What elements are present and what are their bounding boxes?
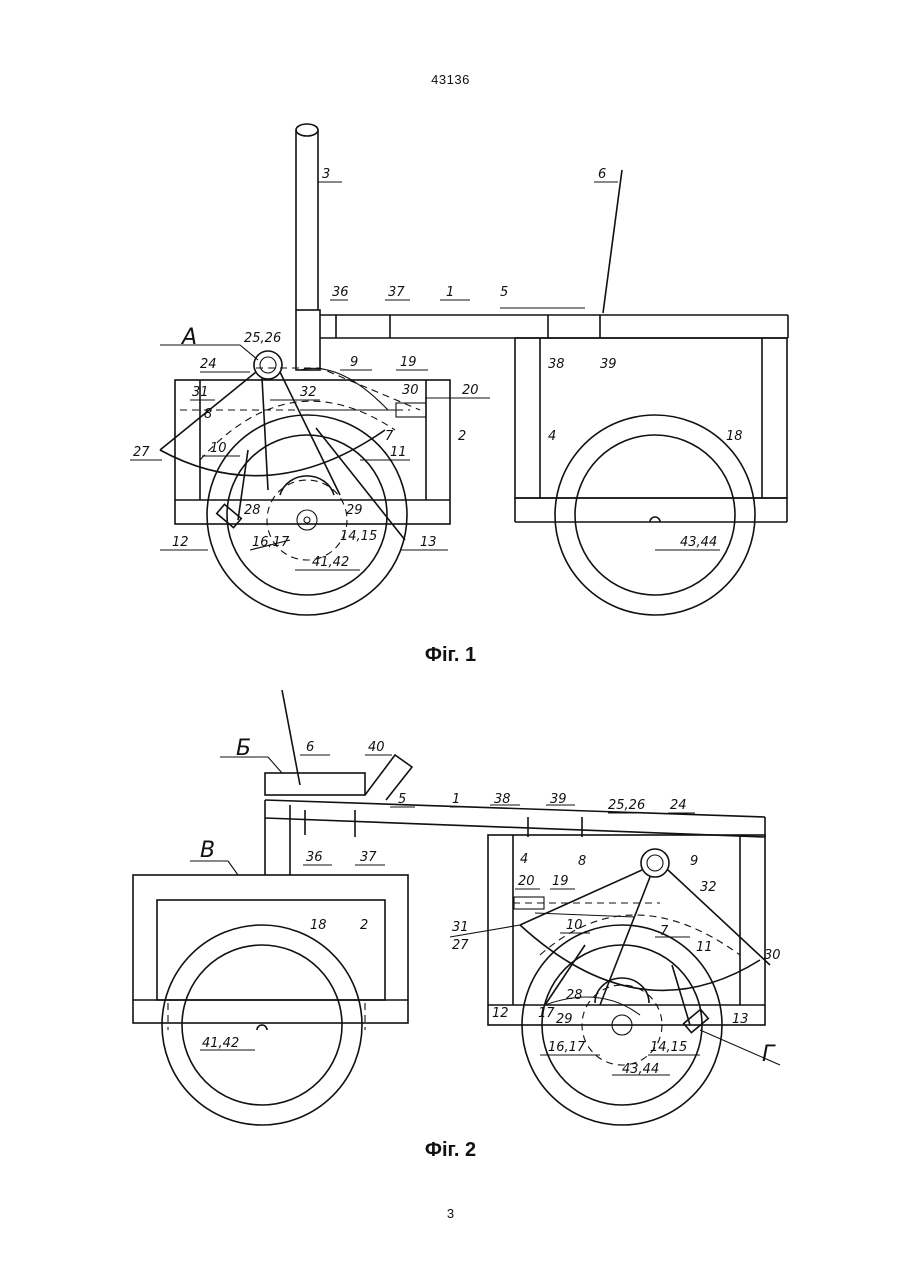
callout: 2 <box>458 429 466 444</box>
callout: 10 <box>210 441 227 456</box>
callout: 7 <box>660 924 669 939</box>
callout: 37 <box>360 850 377 865</box>
callout: 16,17 <box>548 1040 586 1055</box>
callout: 28 <box>244 503 261 518</box>
callout: 25,26 <box>244 331 281 346</box>
callout: 29 <box>556 1012 573 1027</box>
callout: 5 <box>500 285 508 300</box>
figure-1-callouts: 3 6 36 37 1 5 25,26 24 9 19 38 39 31 32 … <box>133 167 743 570</box>
callout: 37 <box>388 285 405 300</box>
callout: 29 <box>346 503 363 518</box>
callout: 12 <box>172 535 189 550</box>
callout: 36 <box>332 285 349 300</box>
figure-1-drawing: 3 6 36 37 1 5 25,26 24 9 19 38 39 31 32 … <box>0 110 901 640</box>
callout: 6 <box>306 740 314 755</box>
callout: 32 <box>300 385 317 400</box>
callout: 39 <box>550 792 567 807</box>
callout: 19 <box>552 874 569 889</box>
callout: 4 <box>548 429 556 444</box>
callout: 14,15 <box>340 529 377 544</box>
callout: 24 <box>670 798 687 813</box>
callout: 11 <box>390 445 407 460</box>
callout: 13 <box>420 535 437 550</box>
callout: 1 <box>446 285 454 300</box>
callout: 30 <box>402 383 419 398</box>
left-cart-frame <box>133 875 408 1023</box>
callout: 24 <box>200 357 217 372</box>
callout: 25,26 <box>608 798 645 813</box>
page-number: 3 <box>0 1206 901 1221</box>
callout: 31 <box>452 920 469 935</box>
callout: 18 <box>726 429 743 444</box>
callout: 17 <box>538 1006 555 1021</box>
callout: 16,17 <box>252 535 290 550</box>
callout: 31 <box>192 385 209 400</box>
callout: 7 <box>385 429 394 444</box>
callout: 13 <box>732 1012 749 1027</box>
callout: 10 <box>566 918 583 933</box>
callout: 8 <box>204 407 212 422</box>
view-label: Г <box>762 1042 776 1067</box>
view-label: A <box>180 325 197 350</box>
callout: 41,42 <box>312 555 349 570</box>
callout: 41,42 <box>202 1036 239 1051</box>
frame-beam-1 <box>296 170 788 370</box>
callout: 9 <box>350 355 358 370</box>
callout: 30 <box>764 948 781 963</box>
callout: 3 <box>322 167 330 182</box>
figure-2-caption: Фіг. 2 <box>0 1139 901 1162</box>
callout: 5 <box>398 792 406 807</box>
callout: 36 <box>306 850 323 865</box>
figure-2-callouts: 6 40 5 1 38 39 25,26 24 36 37 4 8 9 32 2… <box>200 736 781 1077</box>
view-label-leaders <box>190 757 780 1065</box>
callout: 39 <box>600 357 617 372</box>
view-label: Б <box>236 736 251 761</box>
callout: 43,44 <box>622 1062 659 1077</box>
callout: 8 <box>578 854 586 869</box>
callout: 1 <box>452 792 460 807</box>
rear-wheel <box>555 415 755 615</box>
callout: 14,15 <box>650 1040 687 1055</box>
callout: 20 <box>462 383 479 398</box>
callout: 6 <box>598 167 606 182</box>
callout: 28 <box>566 988 583 1003</box>
callout: 4 <box>520 852 528 867</box>
document-number: 43136 <box>0 72 901 87</box>
view-label: В <box>200 838 215 863</box>
callout: 2 <box>360 918 368 933</box>
callout: 38 <box>494 792 511 807</box>
callout: 20 <box>518 874 535 889</box>
callout: 12 <box>492 1006 509 1021</box>
left-wheel <box>162 925 365 1125</box>
callout: 18 <box>310 918 327 933</box>
callout: 43,44 <box>680 535 717 550</box>
callout: 9 <box>690 854 698 869</box>
handle-and-seat <box>265 690 412 800</box>
callout: 38 <box>548 357 565 372</box>
figure-1-caption: Фіг. 1 <box>0 644 901 667</box>
figure-2-drawing: 6 40 5 1 38 39 25,26 24 36 37 4 8 9 32 2… <box>0 685 901 1135</box>
post-3 <box>296 124 318 310</box>
callout: 32 <box>700 880 717 895</box>
callout: 11 <box>696 940 713 955</box>
right-cart-frame <box>488 835 765 1025</box>
callout: 19 <box>400 355 417 370</box>
callout: 27 <box>452 938 469 953</box>
callout: 40 <box>368 740 385 755</box>
callout: 27 <box>133 445 150 460</box>
